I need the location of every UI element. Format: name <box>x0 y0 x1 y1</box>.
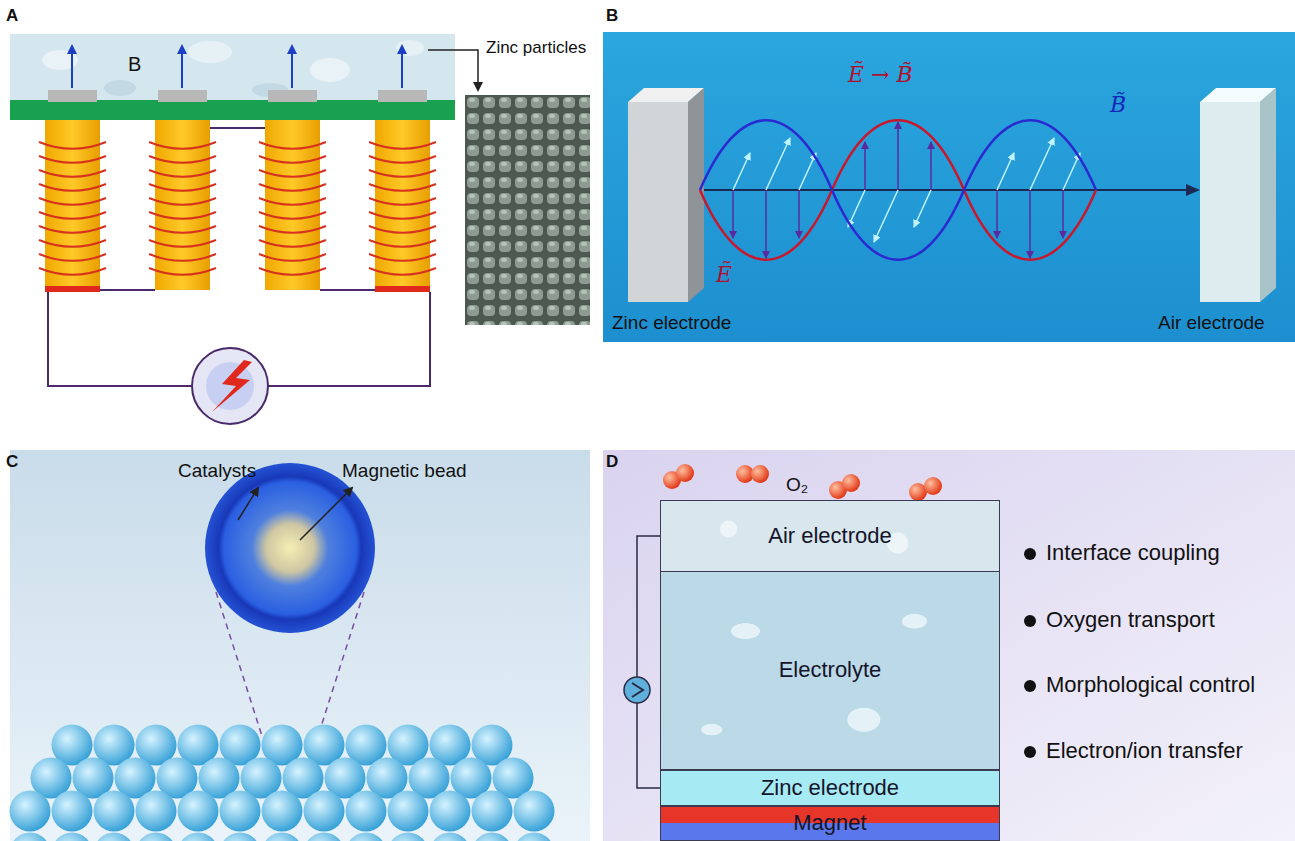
field-symbol: B <box>128 52 141 76</box>
field-symbol: Ẽ <box>716 262 732 288</box>
node-text: Electrolyte <box>779 657 882 683</box>
bullet-text: Interface coupling <box>1046 540 1220 566</box>
part-label: Magnetic bead <box>342 460 467 483</box>
part-label: Air electrode <box>1158 312 1265 335</box>
wire-connector <box>637 536 660 788</box>
panel-b-art <box>603 32 1295 342</box>
node-text: Zinc electrode <box>761 775 899 801</box>
gas-label: O₂ <box>786 474 808 497</box>
part-label: Zinc electrode <box>612 312 731 335</box>
voltmeter-symbol <box>624 677 650 703</box>
panel-d-art <box>603 450 1295 841</box>
node-text: Magnet <box>793 810 866 836</box>
bullet-text: Electron/ion transfer <box>1046 738 1243 764</box>
zinc-electrode-box: Zinc electrode <box>660 770 1000 806</box>
air-electrode-box: Air electrode <box>660 500 1000 572</box>
node-text: Air electrode <box>768 523 892 549</box>
panel-letter: D <box>606 452 618 472</box>
part-label: Zinc particles <box>486 38 586 58</box>
part-label: Catalysts <box>178 460 256 483</box>
panel-a-art <box>10 34 590 424</box>
field-symbol: B̃ <box>1110 92 1126 118</box>
field-relation: Ẽ → B̃ <box>848 62 913 88</box>
magnet-box: Magnet <box>660 806 1000 841</box>
bullet-text: Oxygen transport <box>1046 607 1215 633</box>
panel-letter: C <box>6 452 18 472</box>
bullet-text: Morphological control <box>1046 672 1255 698</box>
panel-c-art <box>9 450 590 841</box>
panel-letter: B <box>606 6 618 26</box>
electrolyte-box: Electrolyte <box>660 572 1000 770</box>
panel-letter: A <box>6 6 18 26</box>
